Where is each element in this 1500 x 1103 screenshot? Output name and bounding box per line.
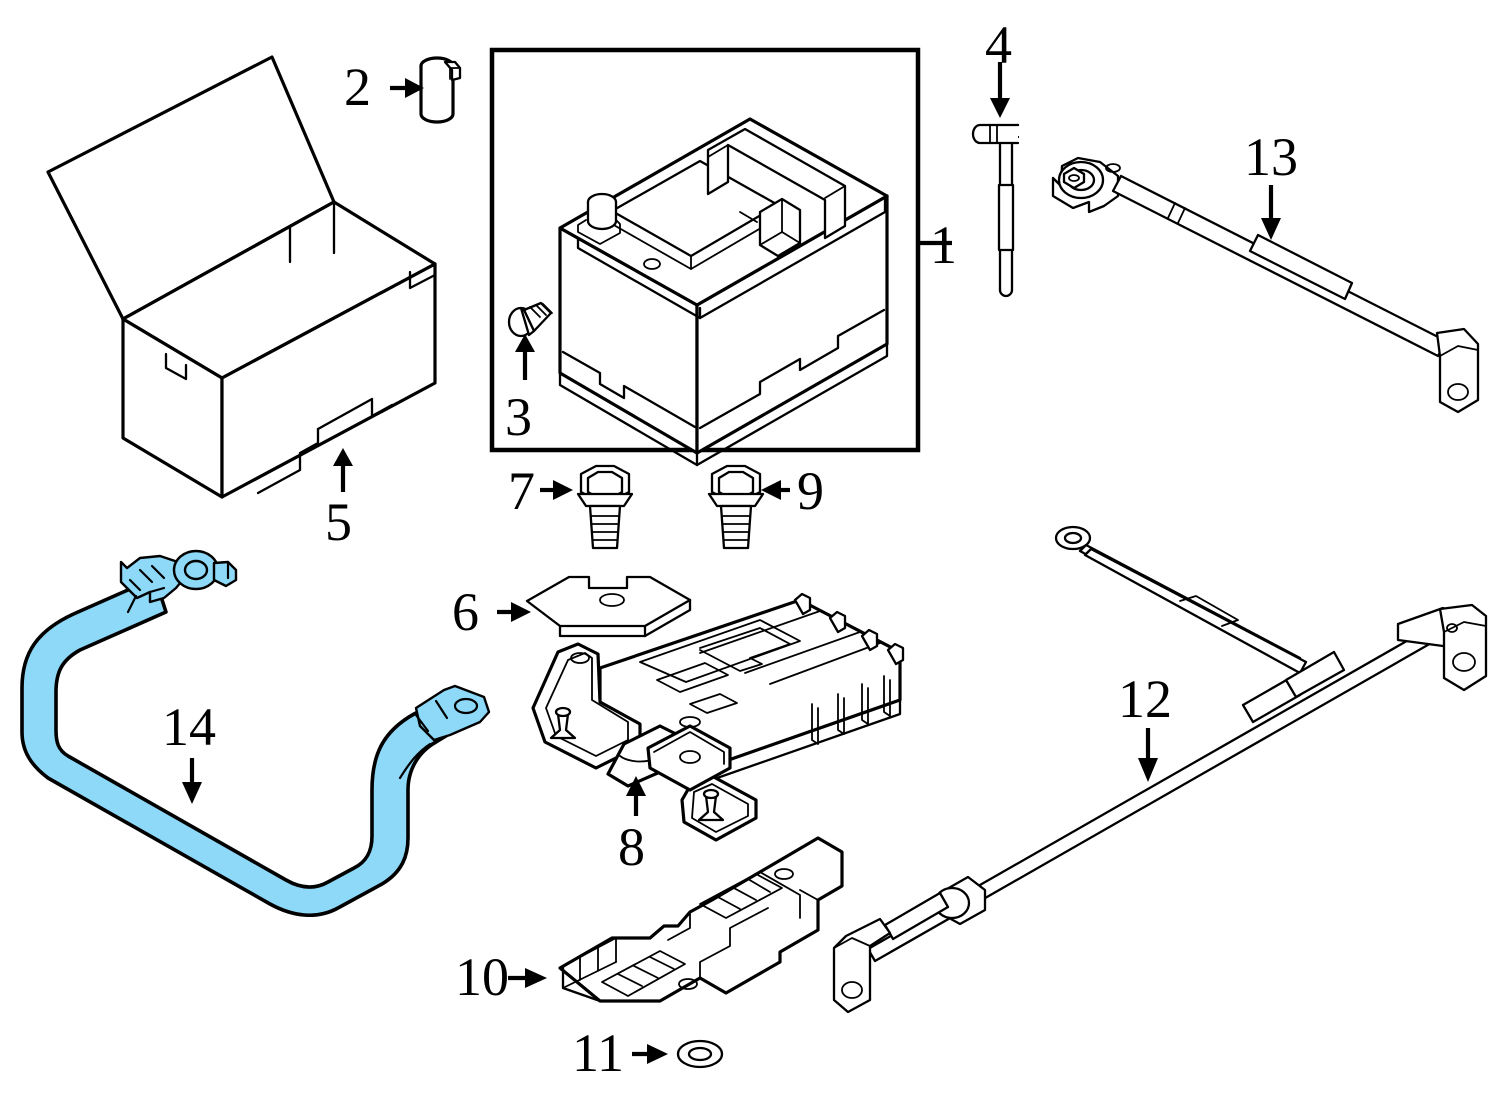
grommet-washer-part bbox=[676, 1039, 724, 1069]
callout-8-arrow bbox=[626, 776, 646, 816]
callout-label-7: 7 bbox=[508, 461, 535, 521]
tray-shield-part bbox=[558, 836, 844, 1003]
hold-down-bracket-part bbox=[525, 575, 692, 638]
callout-3-arrow bbox=[515, 334, 535, 380]
callout-4-arrow bbox=[990, 62, 1010, 118]
callout-label-14: 14 bbox=[162, 697, 216, 757]
vent-tube-part bbox=[971, 123, 1020, 298]
callout-label-4: 4 bbox=[985, 15, 1012, 75]
callout-label-8: 8 bbox=[618, 817, 645, 877]
callout-11-arrow bbox=[632, 1044, 668, 1064]
sensor-plug-part bbox=[419, 56, 462, 124]
callout-7-arrow bbox=[540, 480, 573, 500]
callout-5-arrow bbox=[333, 448, 353, 492]
ground-cable-part bbox=[1051, 156, 1480, 414]
negative-cable-part bbox=[832, 525, 1488, 1014]
callout-12-arrow bbox=[1138, 728, 1158, 782]
callout-label-1: 1 bbox=[930, 215, 957, 275]
callout-9-arrow bbox=[761, 480, 790, 500]
callout-label-6: 6 bbox=[452, 582, 479, 642]
callout-label-3: 3 bbox=[505, 387, 532, 447]
callout-2-arrow bbox=[390, 78, 424, 98]
callout-label-13: 13 bbox=[1244, 127, 1298, 187]
battery-carton-part bbox=[46, 55, 437, 499]
battery-tray-part bbox=[531, 592, 905, 842]
callout-14-arrow bbox=[182, 758, 202, 804]
callout-6-arrow bbox=[497, 602, 531, 622]
callout-label-5: 5 bbox=[325, 492, 352, 552]
vent-plug-part bbox=[507, 301, 553, 338]
bolt-7-part bbox=[576, 464, 634, 550]
bolt-9-part bbox=[707, 464, 765, 550]
callout-10-arrow bbox=[508, 968, 547, 988]
positive-battery-cable-part bbox=[20, 549, 491, 918]
callout-label-2: 2 bbox=[344, 57, 371, 117]
callout-label-10: 10 bbox=[455, 947, 509, 1007]
callout-label-12: 12 bbox=[1118, 669, 1172, 729]
callout-label-11: 11 bbox=[572, 1023, 624, 1083]
callout-label-9: 9 bbox=[797, 461, 824, 521]
callout-13-arrow bbox=[1261, 185, 1281, 240]
battery-part bbox=[558, 117, 889, 467]
